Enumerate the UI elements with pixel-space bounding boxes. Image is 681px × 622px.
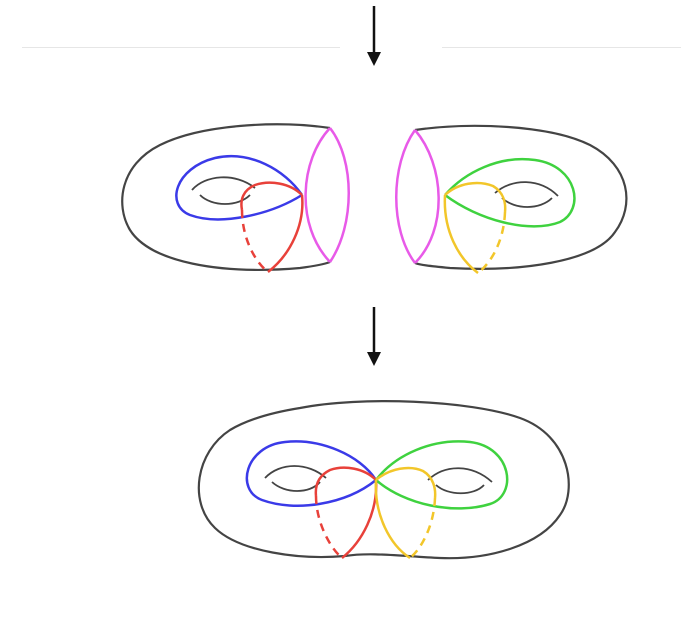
left-blue-loop xyxy=(175,155,304,221)
left-torus-outline xyxy=(121,123,331,271)
left-handle-hole-upper xyxy=(264,465,327,479)
left-handle-hole-upper xyxy=(191,176,256,191)
left-handle-hole-lower xyxy=(199,194,251,205)
separator-right xyxy=(442,47,681,48)
left-magenta-boundary-back xyxy=(328,127,350,263)
genus-two-surface xyxy=(197,400,570,560)
right-handle-hole-upper xyxy=(494,181,559,197)
right-magenta-boundary xyxy=(395,129,440,264)
left-handle-hole-lower xyxy=(271,481,321,492)
merged-red-loop-solid xyxy=(314,466,378,559)
right-handle-hole-lower xyxy=(435,484,485,495)
right-yellow-loop-dashed xyxy=(477,211,507,274)
merged-yellow-loop-solid xyxy=(374,466,437,560)
left-red-loop-solid xyxy=(240,181,304,273)
merged-blue-loop xyxy=(245,440,378,507)
right-torus xyxy=(395,124,628,274)
left-torus xyxy=(121,123,350,273)
merged-yellow-loop-dashed xyxy=(409,497,437,559)
genus-two-outline xyxy=(197,400,570,560)
down-arrow-icon xyxy=(367,6,381,66)
right-green-loop xyxy=(444,157,576,228)
right-handle-hole-upper xyxy=(427,467,493,483)
right-handle-hole-lower xyxy=(501,197,553,208)
down-arrow-icon xyxy=(367,307,381,366)
left-magenta-boundary-front xyxy=(304,127,331,263)
merged-green-loop xyxy=(375,440,509,510)
right-torus-outline xyxy=(414,124,628,270)
left-red-loop-dashed xyxy=(240,209,269,273)
right-yellow-loop-solid xyxy=(443,181,507,274)
merged-red-loop-dashed xyxy=(314,495,343,559)
separator-left xyxy=(22,47,340,48)
